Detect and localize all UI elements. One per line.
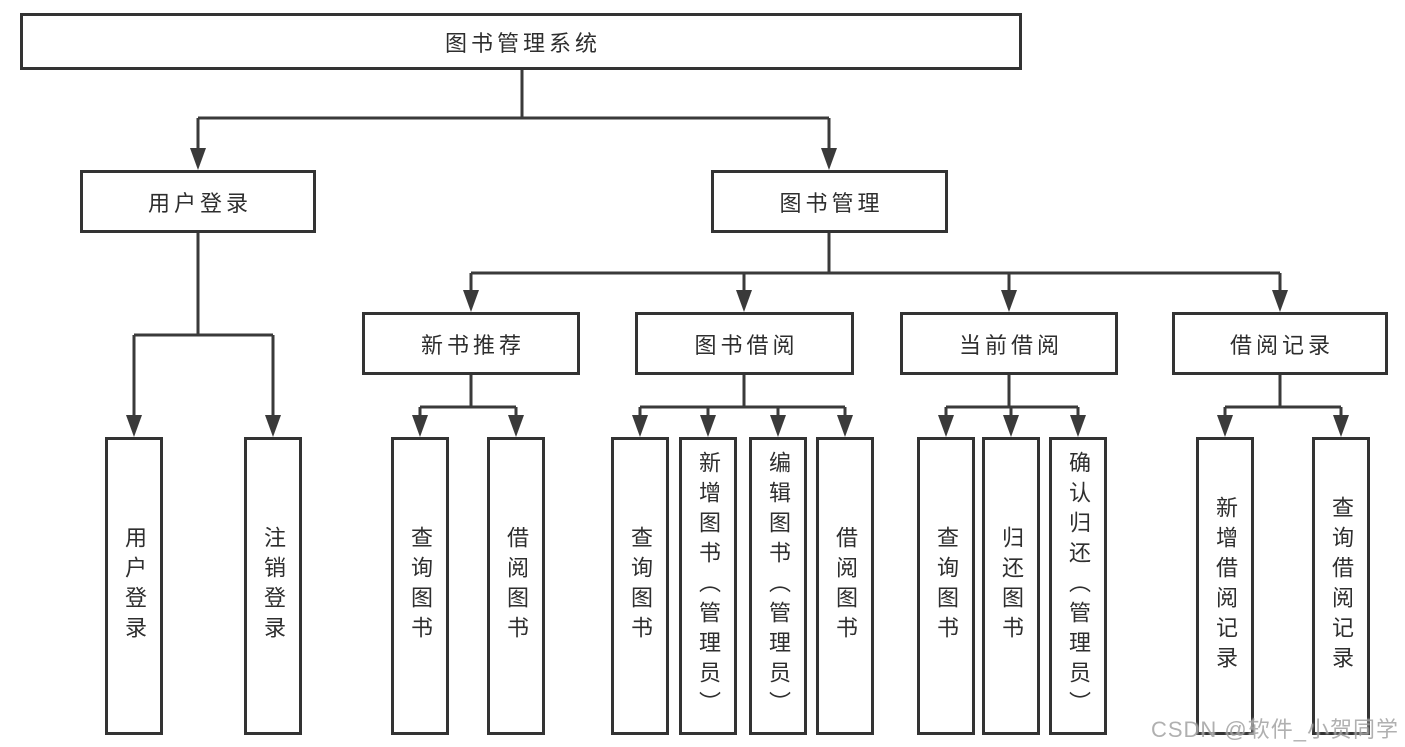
- arrowhead: [1070, 415, 1086, 437]
- leaf-add-borrow-record: 新增借阅记录: [1196, 437, 1254, 735]
- leaf-add-books-admin: 新增图书（管理员）: [679, 437, 737, 735]
- arrowhead: [508, 415, 524, 437]
- arrowhead: [770, 415, 786, 437]
- arrowhead: [821, 148, 837, 170]
- node-user-login: 用户登录: [80, 170, 316, 233]
- leaf-confirm-return-admin-label: 确认归还（管理员）: [1066, 451, 1091, 721]
- arrowhead: [1001, 290, 1017, 312]
- node-current-borrowing: 当前借阅: [900, 312, 1118, 375]
- leaf-recommend-borrow-books-label: 借阅图书: [504, 526, 529, 646]
- connector-new-book-recommend-branch: [418, 375, 518, 417]
- arrowhead: [938, 415, 954, 437]
- node-borrow-records-label: 借阅记录: [1229, 332, 1334, 358]
- leaf-borrowing-query-books: 查询图书: [611, 437, 669, 735]
- leaf-return-books: 归还图书: [982, 437, 1040, 735]
- node-root-label: 图书管理系统: [444, 30, 601, 56]
- leaf-borrowing-query-books-label: 查询图书: [628, 526, 653, 646]
- arrowhead: [190, 148, 206, 170]
- leaf-logout: 注销登录: [244, 437, 302, 735]
- leaf-borrowing-borrow-books: 借阅图书: [816, 437, 874, 735]
- connector-book-borrowing-branch: [638, 375, 847, 417]
- node-root: 图书管理系统: [20, 13, 1022, 70]
- arrowhead: [1217, 415, 1233, 437]
- arrowhead: [265, 415, 281, 437]
- leaf-return-books-label: 归还图书: [999, 526, 1024, 646]
- leaf-recommend-query-books-label: 查询图书: [408, 526, 433, 646]
- leaf-edit-books-admin-label: 编辑图书（管理员）: [766, 451, 791, 721]
- arrowhead: [1272, 290, 1288, 312]
- node-book-borrowing: 图书借阅: [635, 312, 854, 375]
- csdn-watermark: CSDN @软件_小贺同学: [1150, 717, 1399, 742]
- leaf-add-borrow-record-label: 新增借阅记录: [1213, 496, 1238, 676]
- node-new-book-recommend: 新书推荐: [362, 312, 580, 375]
- node-current-borrowing-label: 当前借阅: [958, 332, 1063, 358]
- connector-book-management-branch: [469, 233, 1282, 292]
- node-user-login-label: 用户登录: [147, 190, 252, 216]
- connector-current-borrowing-branch: [944, 375, 1080, 417]
- leaf-query-borrow-record-label: 查询借阅记录: [1329, 496, 1354, 676]
- node-borrow-records: 借阅记录: [1172, 312, 1388, 375]
- connector-borrow-records-branch: [1223, 375, 1343, 417]
- arrowhead: [1003, 415, 1019, 437]
- connector-root-branch: [196, 70, 831, 150]
- node-book-management-label: 图书管理: [779, 190, 884, 216]
- leaf-user-login: 用户登录: [105, 437, 163, 735]
- arrowhead: [1333, 415, 1349, 437]
- leaf-recommend-borrow-books: 借阅图书: [487, 437, 545, 735]
- leaf-query-borrow-record: 查询借阅记录: [1312, 437, 1370, 735]
- node-book-management: 图书管理: [711, 170, 948, 233]
- leaf-current-query-books: 查询图书: [917, 437, 975, 735]
- arrowhead: [632, 415, 648, 437]
- leaf-edit-books-admin: 编辑图书（管理员）: [749, 437, 807, 735]
- arrowhead: [126, 415, 142, 437]
- arrowhead: [736, 290, 752, 312]
- arrowhead: [700, 415, 716, 437]
- connector-user-login-branch: [132, 233, 275, 417]
- arrowhead: [837, 415, 853, 437]
- leaf-add-books-admin-label: 新增图书（管理员）: [696, 451, 721, 721]
- arrowhead: [412, 415, 428, 437]
- node-new-book-recommend-label: 新书推荐: [420, 332, 525, 358]
- leaf-confirm-return-admin: 确认归还（管理员）: [1049, 437, 1107, 735]
- node-book-borrowing-label: 图书借阅: [694, 332, 799, 358]
- leaf-user-login-label: 用户登录: [122, 526, 147, 646]
- leaf-recommend-query-books: 查询图书: [391, 437, 449, 735]
- leaf-logout-label: 注销登录: [261, 526, 286, 646]
- leaf-current-query-books-label: 查询图书: [934, 526, 959, 646]
- arrowhead: [463, 290, 479, 312]
- leaf-borrowing-borrow-books-label: 借阅图书: [833, 526, 858, 646]
